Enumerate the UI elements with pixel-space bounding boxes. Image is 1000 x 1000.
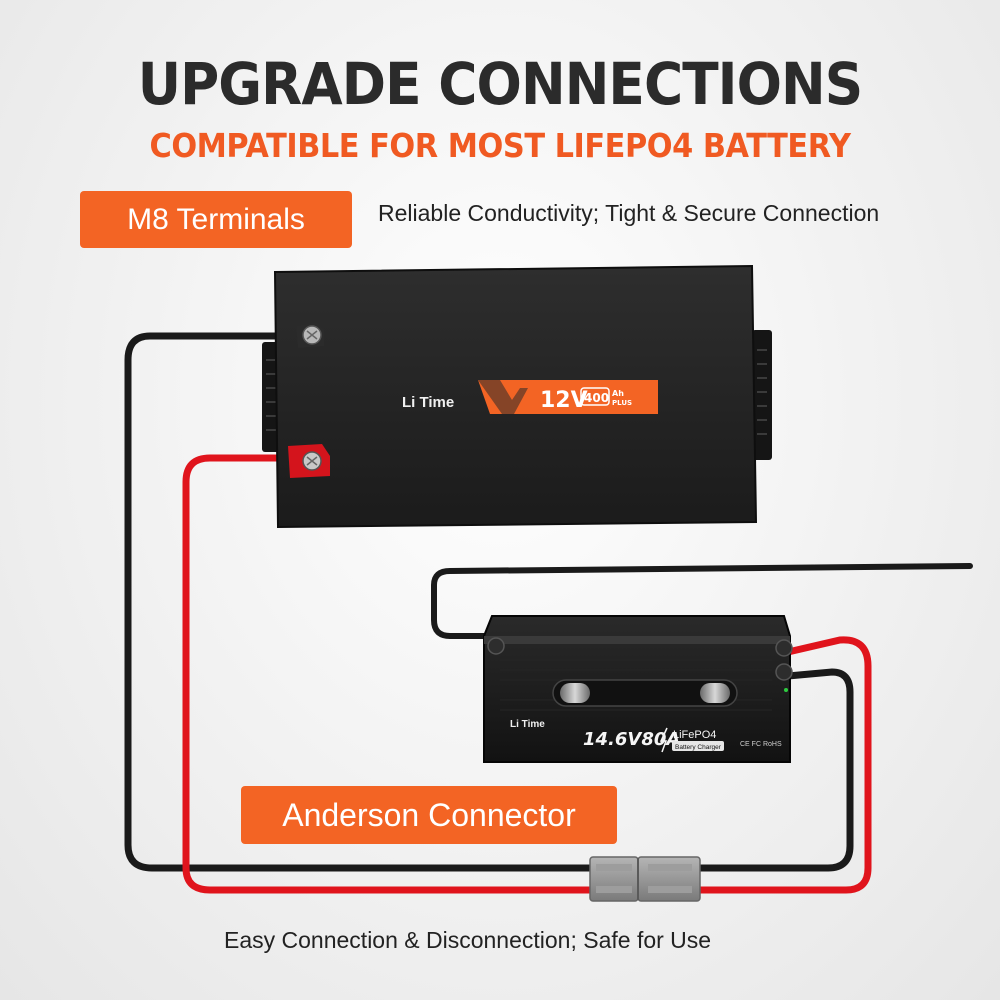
charger-type: Battery Charger [675,744,722,751]
red-cable-charger [696,636,872,894]
charger-chemistry: LiFePO4 [673,729,716,741]
battery-capacity: 400 [584,391,609,405]
battery-capacity-unit: Ah [612,389,624,398]
battery-voltage: 12V [540,388,588,413]
charger-brand-logo: Li Time [510,719,545,730]
charger-rating: 14.6V80A [583,729,680,750]
anderson-connector-description: Easy Connection & Disconnection; Safe fo… [224,927,712,953]
negative-terminal [296,322,324,348]
battery: 12V 400 Ah PLUS Li Time [262,264,772,529]
battery-charger: Li Time 14.6V80A LiFePO4 Battery Charger… [483,615,793,763]
black-cable-battery [124,332,596,872]
charger-handle [552,679,738,707]
anderson-connector [589,856,701,902]
anderson-connector-tag: Anderson Connector [241,786,617,844]
positive-terminal [288,444,330,478]
m8-terminals-tag: M8 Terminals [80,191,352,248]
m8-terminals-description: Reliable Conductivity; Tight & Secure Co… [378,200,880,226]
battery-label: 12V 400 Ah PLUS [478,380,658,414]
charger-certifications: CE FC RoHS [740,741,782,748]
red-cable-battery [182,454,596,894]
black-cable-charger [696,668,854,872]
ac-power-cord [431,563,973,639]
battery-variant: PLUS [612,399,632,407]
headline: UPGRADE CONNECTIONS [137,50,864,118]
battery-brand-logo: Li Time [402,394,454,411]
subheadline: COMPATIBLE FOR MOST LIFEPO4 BATTERY [149,126,851,165]
